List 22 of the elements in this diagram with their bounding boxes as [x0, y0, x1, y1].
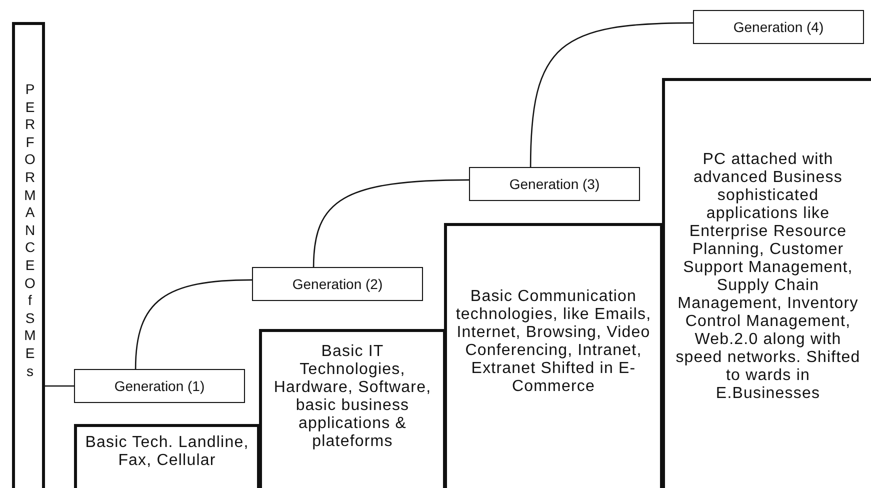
generation-label: Generation (2) — [292, 276, 383, 292]
stage-column — [662, 78, 871, 488]
generation-box — [252, 267, 423, 301]
generation-box — [74, 369, 245, 403]
stage-column — [444, 223, 663, 488]
stage-column — [74, 424, 260, 488]
generation-label: Generation (4) — [733, 19, 824, 35]
connector-line — [134, 279, 252, 370]
stage-description: Basic Communication technologies, like Emails, Internet, Browsing, Video Conferencing, Intranet, Extranet Shifted in E-Commerce — [455, 288, 652, 396]
stage-column — [259, 329, 446, 488]
generation-label: Generation (1) — [114, 378, 205, 394]
generation-box — [469, 167, 640, 201]
axis-label: PERFORMANCE Of SMEs — [23, 81, 37, 380]
generation-label: Generation (3) — [509, 176, 600, 192]
connector-line — [312, 179, 469, 268]
axis-bar — [12, 22, 45, 488]
stage-description: Basic Tech. Landline, Fax, Cellular — [85, 434, 249, 470]
stage-description: Basic IT Technologies, Hardware, Software, basic business applications & plateforms — [272, 343, 432, 451]
connector-line — [530, 22, 693, 168]
connector-line — [45, 385, 74, 387]
stage-description: PC attached with advanced Business sophisticated applications like Enterprise Resource Planning, Customer Support Management, Supply Chain Management, Inventory Control Management, Web.2.0 along with speed networks. Shifted to wards in E.Businesses — [674, 151, 862, 403]
generation-box — [693, 10, 864, 44]
